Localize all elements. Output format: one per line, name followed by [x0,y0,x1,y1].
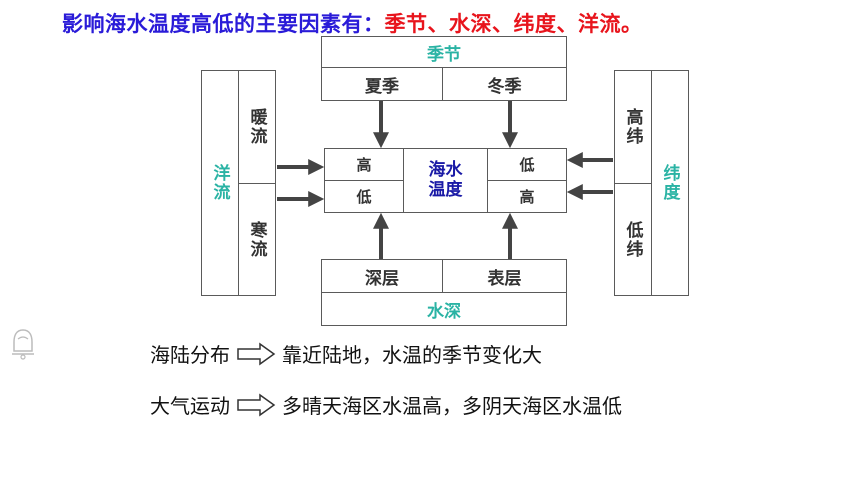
depth-label: 水深 [321,292,567,326]
title-factors: 季节、水深、纬度、洋流。 [384,12,643,36]
depth-surface: 表层 [442,259,567,293]
center-label: 海水温度 [403,148,488,213]
title-prefix: 影响海水温度高低的主要因素有： [62,12,385,36]
center-right-top: 低 [487,148,567,181]
season-summer: 夏季 [321,67,443,101]
center-left-bottom: 低 [324,180,404,213]
hollow-arrow-icon [237,342,276,365]
season-label: 季节 [321,36,567,68]
note-row-2: 大气运动 多晴天海区水温高，多阴天海区水温低 [150,390,622,419]
note-row-1: 海陆分布 靠近陆地，水温的季节变化大 [150,339,542,368]
note-2-factor: 大气运动 [150,394,230,418]
center-label-text: 海水温度 [428,159,463,200]
note-1-factor: 海陆分布 [150,343,230,367]
season-winter: 冬季 [442,67,567,101]
latitude-high: 高纬 [614,70,652,184]
center-right-bottom: 高 [487,180,567,213]
note-2-effect: 多晴天海区水温高，多阴天海区水温低 [282,394,622,418]
center-left-top: 高 [324,148,404,181]
current-cold: 寒流 [238,183,276,296]
current-warm: 暖流 [238,70,276,184]
current-label: 洋流 [201,70,239,296]
latitude-low: 低纬 [614,183,652,296]
latitude-label: 纬度 [651,70,689,296]
speaker-icon[interactable] [10,327,36,361]
note-1-effect: 靠近陆地，水温的季节变化大 [282,343,542,367]
depth-deep: 深层 [321,259,443,293]
page-title: 影响海水温度高低的主要因素有：季节、水深、纬度、洋流。 [62,8,643,38]
hollow-arrow-icon [237,393,276,416]
